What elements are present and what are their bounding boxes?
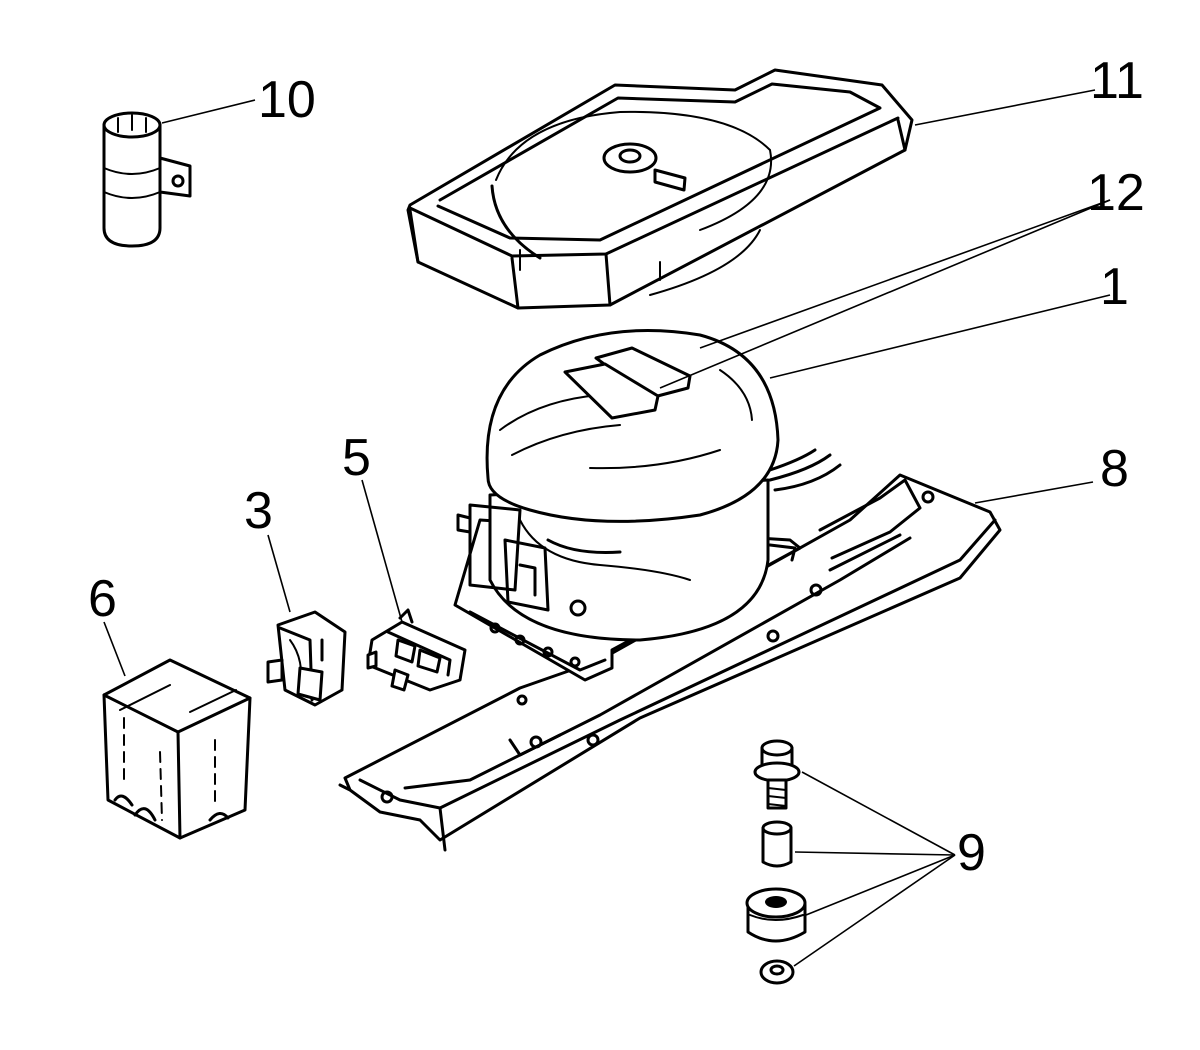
mounting-nut [759, 959, 795, 985]
callout-12: 12 [1087, 164, 1145, 222]
callout-labels: 10 11 12 1 8 5 3 6 9 [88, 52, 1145, 882]
part-mounting-hardware [745, 739, 807, 985]
callout-3: 3 [244, 482, 273, 540]
part-relay [366, 608, 467, 692]
callout-6: 6 [88, 570, 117, 628]
part-drip-tray [406, 68, 914, 310]
mounting-bolt [753, 739, 801, 810]
callout-5: 5 [342, 429, 371, 487]
rubber-grommet [745, 887, 807, 943]
mounting-sleeve [761, 820, 793, 868]
callout-8: 8 [1100, 440, 1129, 498]
callout-1: 1 [1100, 258, 1129, 316]
callout-10: 10 [258, 71, 316, 129]
part-compressor [453, 329, 842, 682]
part-terminal-cover [102, 658, 252, 840]
part-base-plate [338, 473, 1002, 852]
part-overload-protector [266, 610, 347, 707]
part-capacitor [102, 111, 192, 248]
leader-lines [103, 89, 1111, 967]
callout-11: 11 [1090, 52, 1144, 110]
callout-9: 9 [957, 824, 986, 882]
